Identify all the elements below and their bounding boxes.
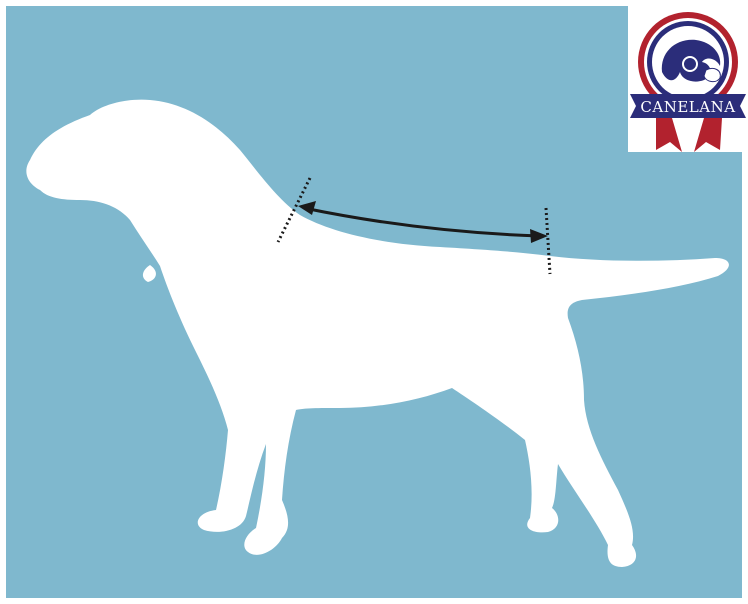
canelana-logo: CANELANA: [628, 0, 748, 152]
brand-name: CANELANA: [640, 98, 735, 116]
